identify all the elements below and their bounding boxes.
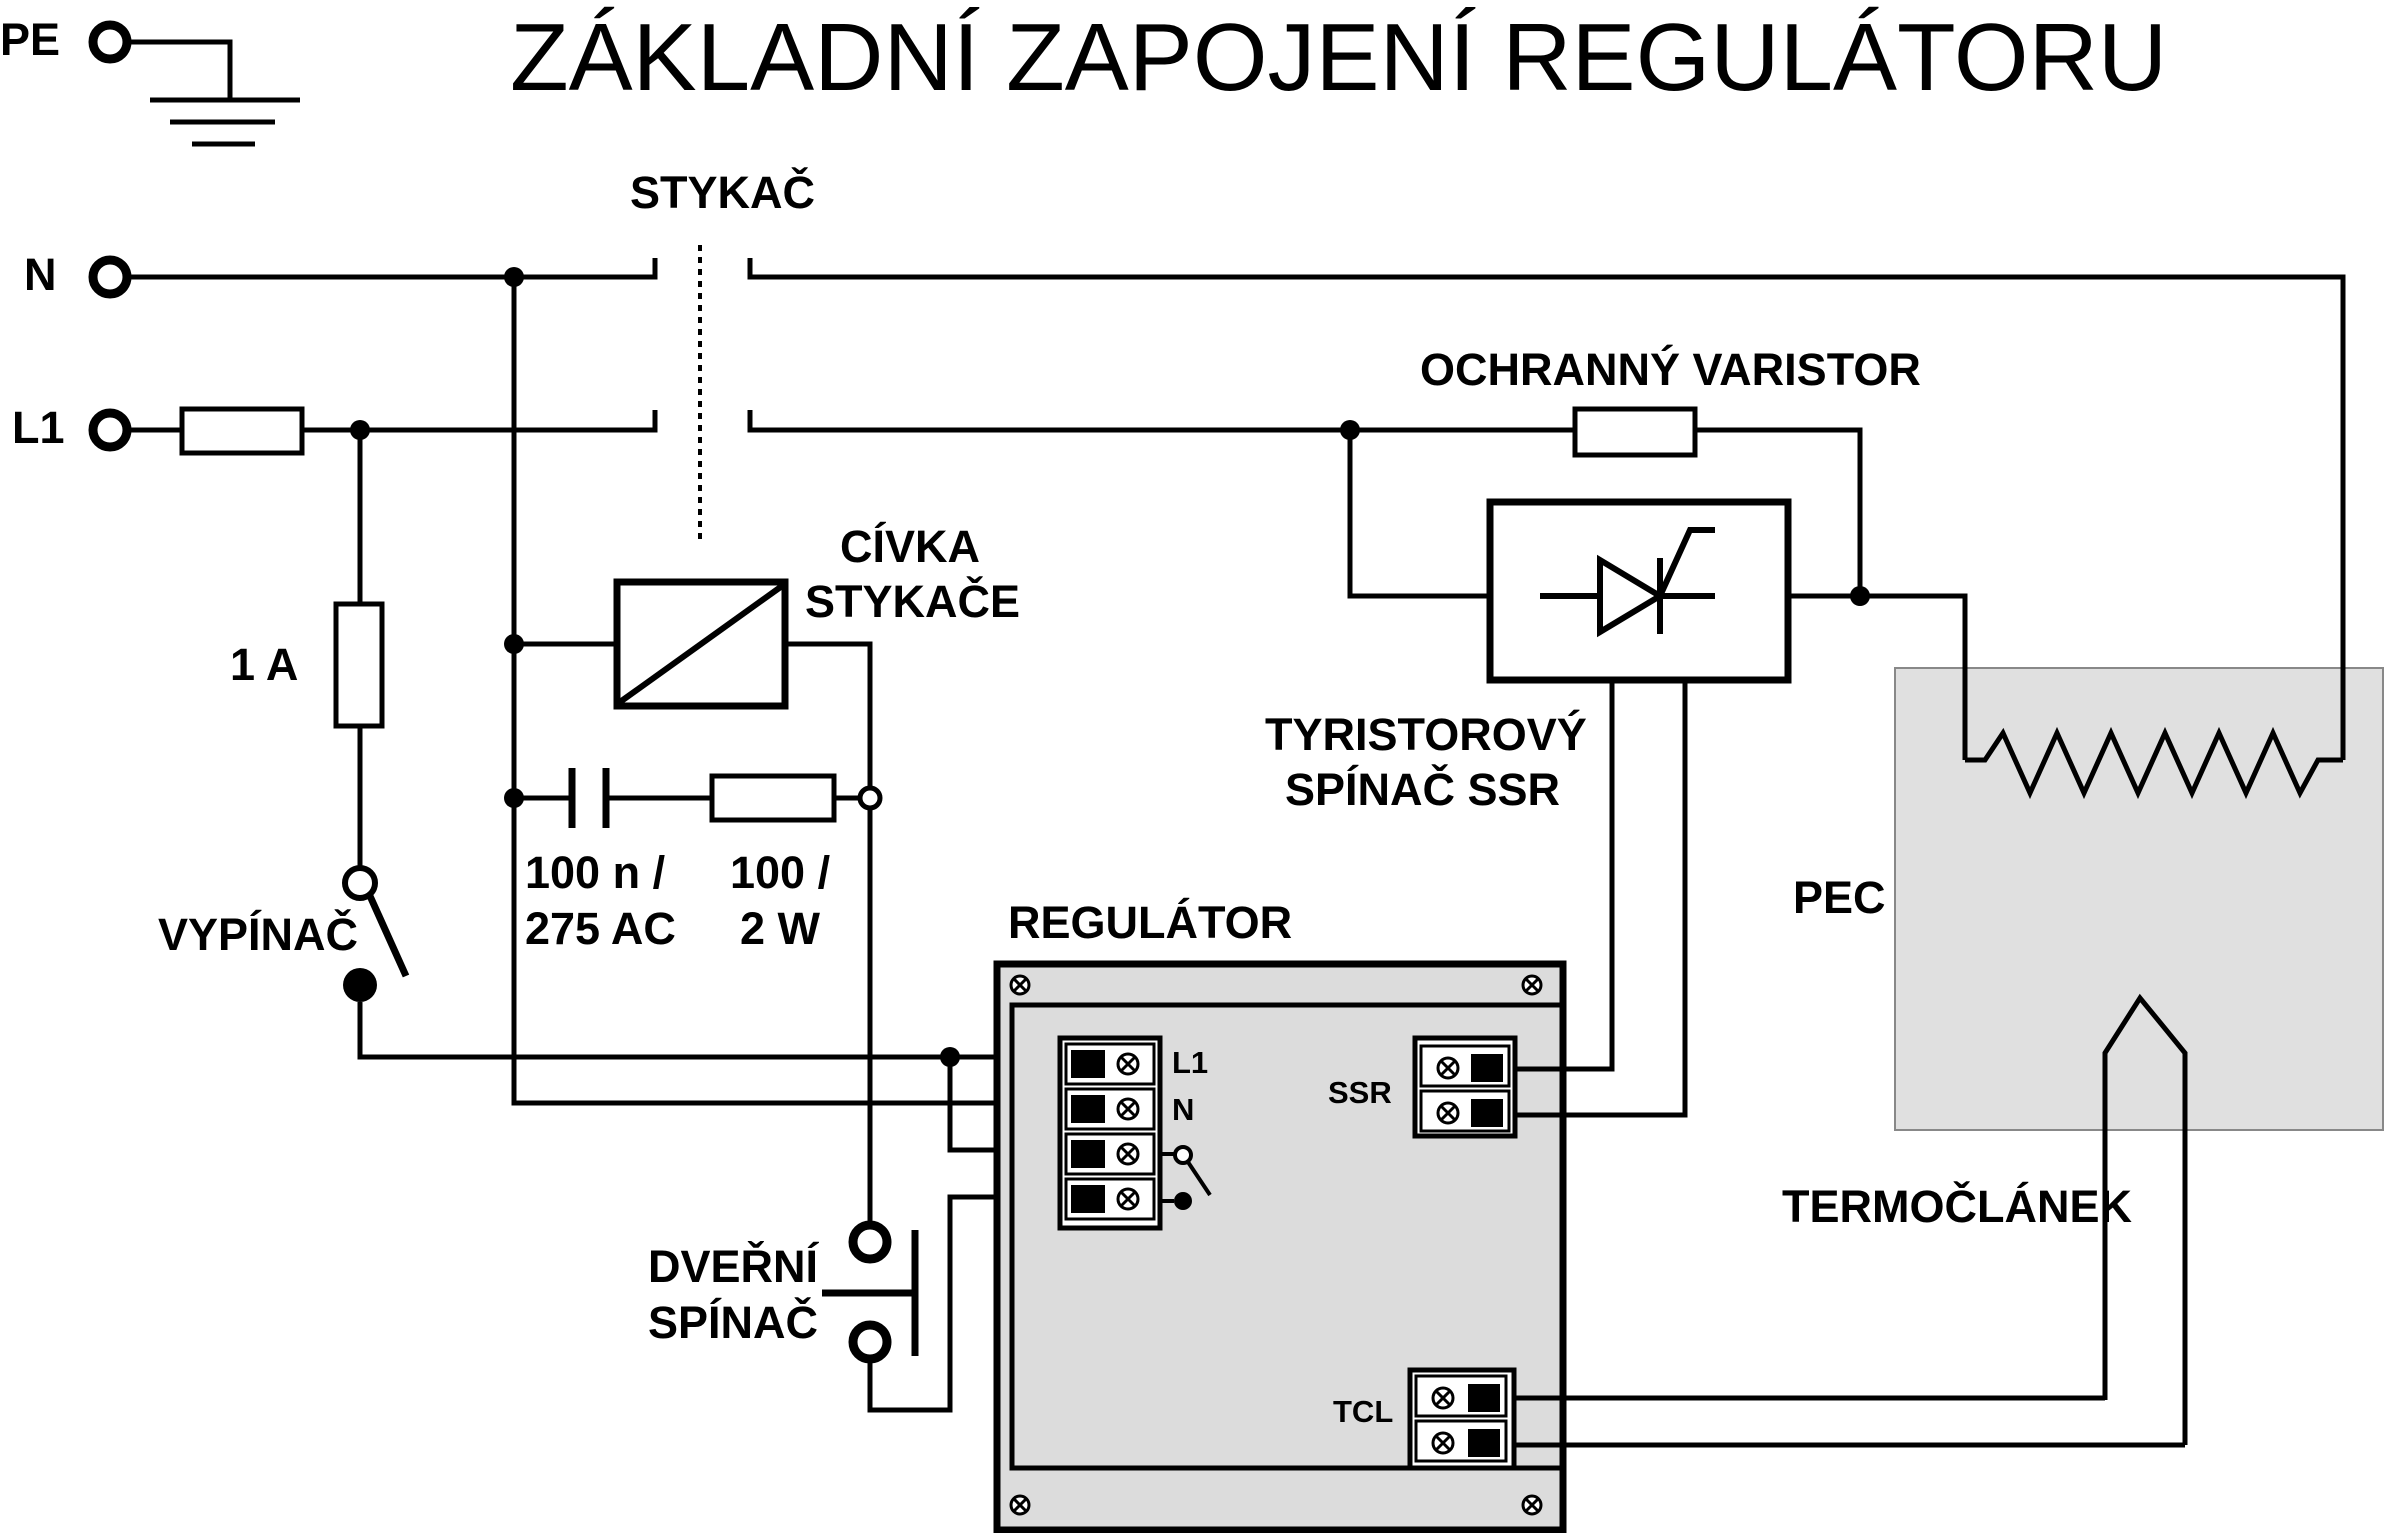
n-wire — [127, 258, 658, 280]
capacitor-label-1: 100 n / — [525, 847, 666, 898]
mounting-screws — [1009, 974, 1543, 1516]
door-switch — [822, 1220, 919, 1364]
contactor-label: STYKAČ — [630, 167, 815, 218]
relay-contact — [1160, 1145, 1212, 1210]
reg-ssr-label: SSR — [1328, 1075, 1392, 1110]
capacitor-label-2: 275 AC — [525, 903, 676, 954]
l1-terminal — [88, 408, 132, 452]
reg-l1-label: L1 — [1172, 1045, 1208, 1080]
l1-wire — [127, 410, 658, 433]
ssr-label-1: TYRISTOROVÝ — [1265, 709, 1587, 760]
furnace-box — [1894, 667, 2384, 1131]
diagram-title: ZÁKLADNÍ ZAPOJENÍ REGULÁTORU — [510, 4, 2167, 111]
thermocouple-label: TERMOČLÁNEK — [1782, 1181, 2132, 1232]
contactor-contacts — [698, 245, 1350, 540]
power-terminal-block — [1057, 1035, 1163, 1231]
fuse-label: 1 A — [230, 639, 298, 690]
coil-label-2: STYKAČE — [805, 576, 1020, 627]
n-terminal — [88, 255, 132, 299]
regulator-label: REGULÁTOR — [1008, 897, 1292, 948]
reg-n-label: N — [1172, 1092, 1194, 1127]
door-switch-label-2: SPÍNAČ — [648, 1297, 818, 1348]
resistor-label-1: 100 / — [730, 847, 831, 898]
snubber-resistor — [709, 773, 837, 823]
furnace-label: PEC — [1793, 872, 1886, 923]
varistor — [1572, 406, 1698, 458]
control-fuse — [333, 601, 385, 729]
varistor-label: OCHRANNÝ VARISTOR — [1420, 344, 1921, 395]
ssr-terminal-block — [1412, 1035, 1518, 1139]
pe-terminal — [88, 20, 300, 147]
ssr-box — [1486, 498, 1792, 684]
l1-label: L1 — [12, 402, 65, 453]
pe-label: PE — [0, 14, 60, 65]
thermocouple — [2102, 993, 2188, 1445]
door-switch-label-1: DVEŘNÍ — [648, 1241, 820, 1292]
resistor-label-2: 2 W — [740, 903, 821, 954]
reg-tcl-label: TCL — [1333, 1394, 1393, 1429]
tcl-terminal-block — [1407, 1367, 1517, 1471]
ssr-label-2: SPÍNAČ SSR — [1285, 764, 1560, 815]
switch-label: VYPÍNAČ — [158, 909, 358, 960]
thyristor-symbol — [1540, 527, 1715, 638]
main-switch — [342, 865, 410, 1002]
main-fuse — [179, 406, 305, 456]
snubber-capacitor — [568, 768, 610, 828]
n-label: N — [24, 249, 57, 300]
coil-label-1: CÍVKA — [840, 521, 980, 572]
heating-element — [1965, 726, 2343, 800]
